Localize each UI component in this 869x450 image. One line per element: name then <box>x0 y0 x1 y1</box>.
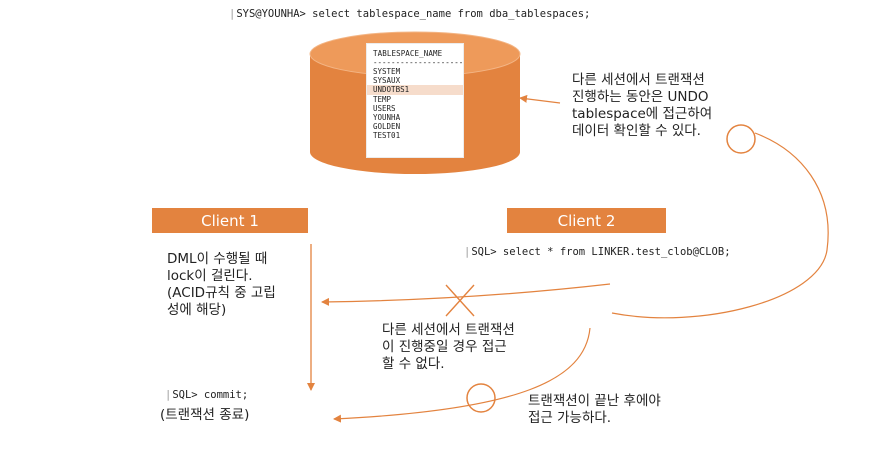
table-row: TEMP <box>373 94 392 104</box>
note-line: 접근 가능하다. <box>528 410 612 426</box>
table-header: TABLESPACE_NAME <box>373 49 443 58</box>
table-separator: ------------------------------ <box>373 58 463 67</box>
table-row: USERS <box>373 103 396 113</box>
undo-path-curve <box>611 132 829 319</box>
note-line: 할 수 없다. <box>382 356 445 372</box>
blocked-x-icon <box>445 284 475 317</box>
note-blocked-access: 다른 세션에서 트랜잭션 이 진행중일 경우 접근 할 수 없다. <box>382 322 515 373</box>
note-line: 다른 세션에서 트랜잭션 <box>382 322 515 338</box>
note-line: 다른 세션에서 트랜잭션 <box>572 72 705 88</box>
client2-label: Client 2 <box>557 211 616 230</box>
table-row-highlighted: UNDOTBS1 <box>367 85 463 95</box>
blocked-access-arrow <box>321 283 611 306</box>
note-line: DML이 수행될 때 <box>167 251 268 267</box>
note-line: (ACID규칙 중 고립 <box>167 285 276 301</box>
client1-box: Client 1 <box>152 208 308 233</box>
cursor-bar-icon: | <box>165 389 172 401</box>
cursor-bar-icon: | <box>464 246 471 258</box>
note-undo-access: 다른 세션에서 트랜잭션 진행하는 동안은 UNDO tablespace에 접… <box>572 72 712 140</box>
table-row: YOUNHA <box>373 112 401 122</box>
commit-sql-text: SQL> commit; <box>172 389 249 401</box>
table-row: TEST01 <box>373 131 401 141</box>
after-commit-arrow <box>333 327 591 423</box>
note-line: 진행하는 동안은 UNDO <box>572 89 709 105</box>
client2-sql-text: SQL> select * from LINKER.test_clob@CLOB… <box>471 246 731 258</box>
note-line: 데이터 확인할 수 있다. <box>572 123 701 139</box>
note-transaction-end: (트랜잭션 종료) <box>160 407 250 423</box>
note-line: 트랜잭션이 끝난 후에야 <box>528 393 661 409</box>
top-sql-text: SYS@YOUNHA> select tablespace_name from … <box>236 8 591 20</box>
table-row: SYSTEM <box>373 67 401 76</box>
note-line: tablespace에 접근하여 <box>572 106 713 122</box>
cursor-bar-icon: | <box>229 8 236 20</box>
client2-sql-query: |SQL> select * from LINKER.test_clob@CLO… <box>464 246 731 258</box>
client1-label: Client 1 <box>201 211 259 230</box>
note-line: lock이 걸린다. <box>167 268 253 284</box>
allowed-circle-icon <box>466 383 496 413</box>
note-after-commit: 트랜잭션이 끝난 후에야 접근 가능하다. <box>528 393 661 427</box>
client2-box: Client 2 <box>507 208 666 233</box>
table-row: GOLDEN <box>373 122 401 132</box>
allowed-circle-icon <box>726 124 756 154</box>
note-line: 성에 해당) <box>167 302 227 318</box>
note-dml-lock: DML이 수행될 때 lock이 걸린다. (ACID규칙 중 고립 성에 해당… <box>167 251 276 319</box>
top-sql-query: |SYS@YOUNHA> select tablespace_name from… <box>229 8 590 20</box>
table-row: SYSAUX <box>373 76 401 86</box>
note-line: 이 진행중일 경우 접근 <box>382 339 507 355</box>
tablespace-result-table: TABLESPACE_NAME ------------------------… <box>366 43 464 158</box>
undo-access-arrow <box>519 94 561 104</box>
commit-sql: |SQL> commit; <box>165 389 248 401</box>
